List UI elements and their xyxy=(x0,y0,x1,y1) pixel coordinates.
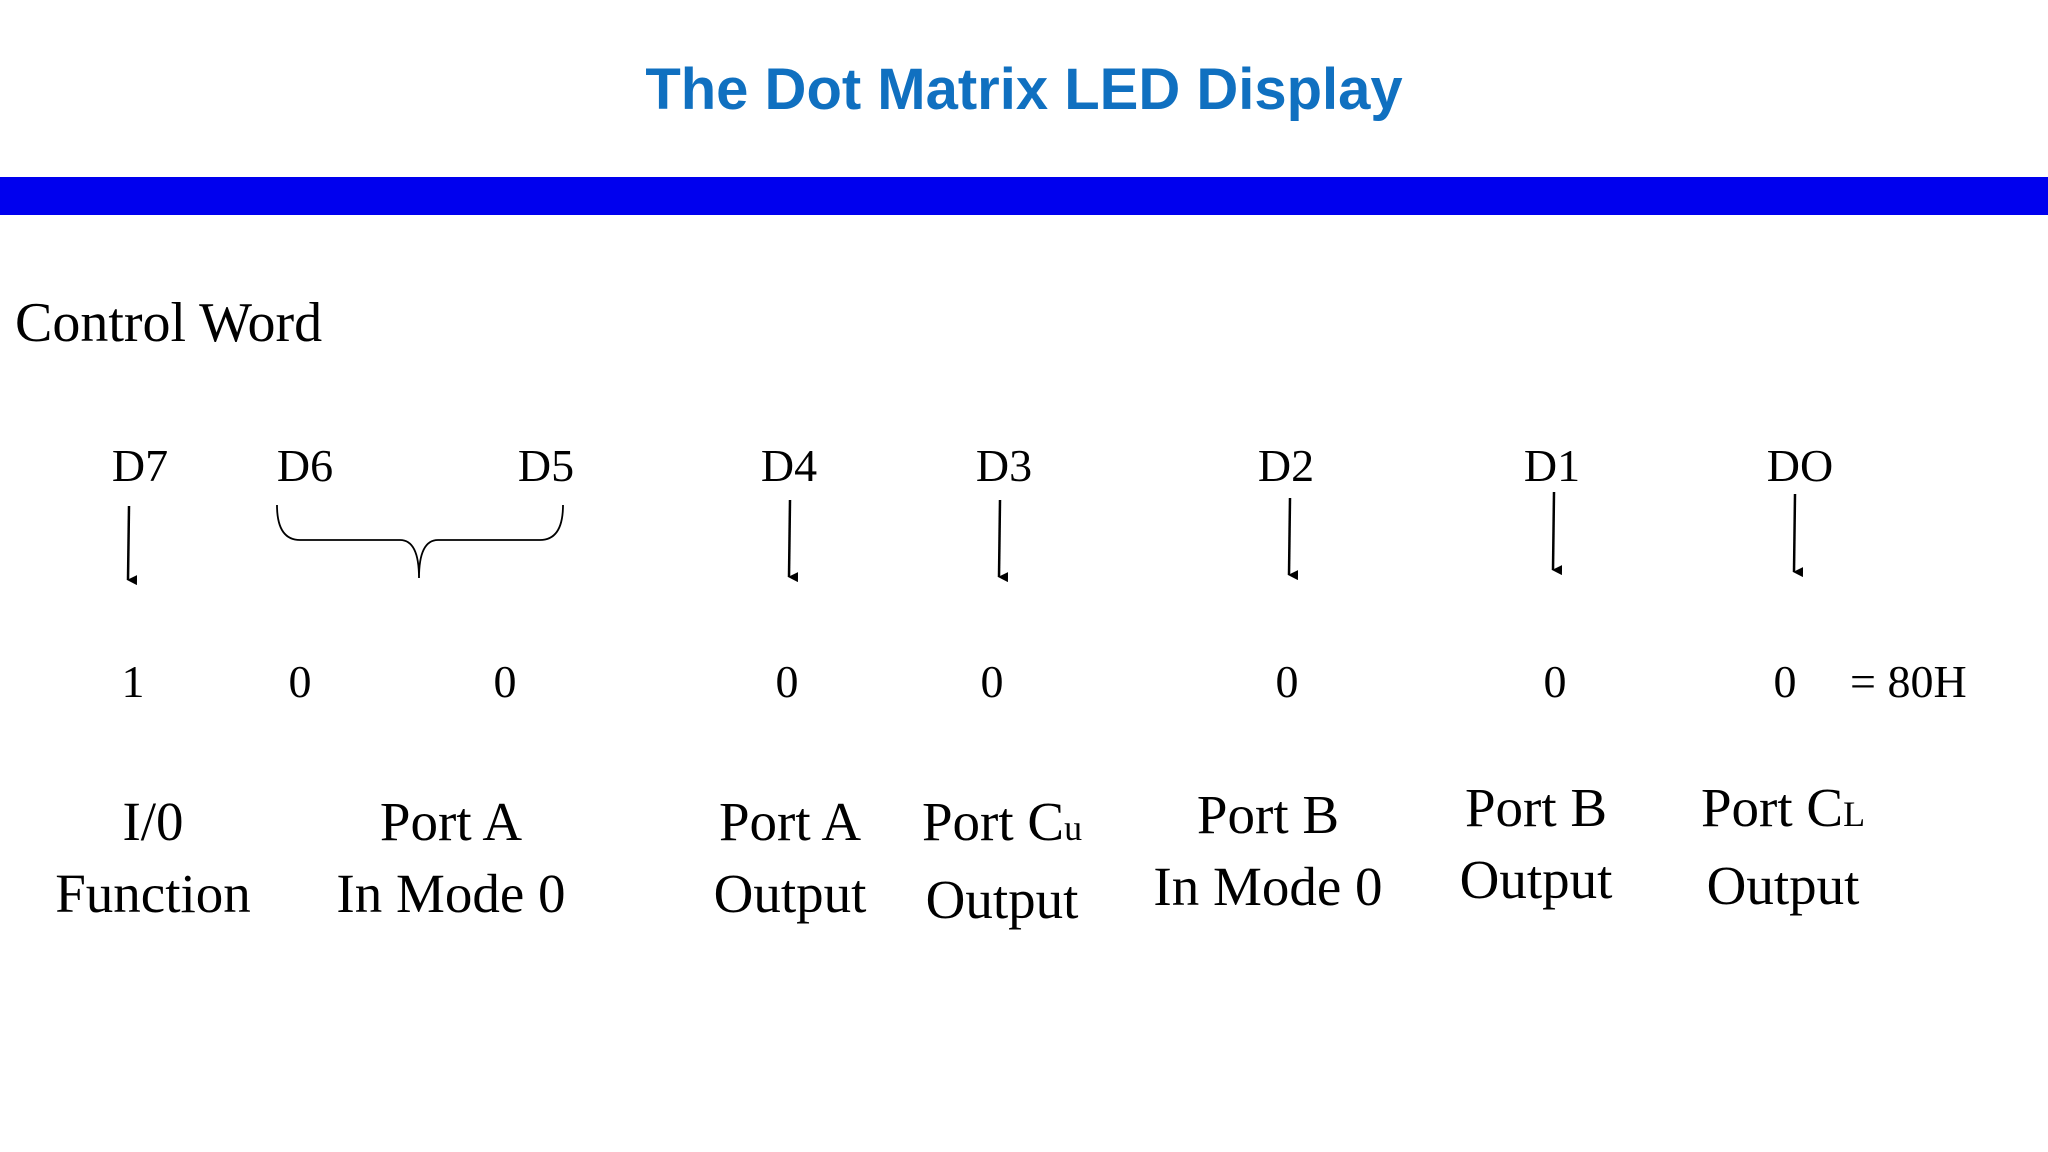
label-port-a-mode-line2: In Mode 0 xyxy=(336,863,566,924)
slide-title: The Dot Matrix LED Display xyxy=(645,57,1403,122)
label-port-a-output: Port A Output xyxy=(714,786,867,930)
label-port-cl-main: Port C xyxy=(1700,777,1844,838)
label-port-cu-line2: Output xyxy=(925,869,1079,930)
arrow-d3 xyxy=(997,499,1009,583)
label-port-a-output-line2: Output xyxy=(713,863,867,924)
value-d2: 0 xyxy=(1275,656,1299,707)
bit-label-d5: D5 xyxy=(517,440,575,491)
bit-label-d2: D2 xyxy=(1257,440,1315,491)
label-io-function: I/0 Function xyxy=(55,786,251,930)
label-io-line1: I/0 xyxy=(122,791,184,852)
label-port-cl-line2: Output xyxy=(1706,855,1860,916)
arrow-d2 xyxy=(1287,497,1299,581)
bit-label-d6: D6 xyxy=(276,440,334,491)
value-d0: 0 xyxy=(1773,656,1797,707)
label-io-line2: Function xyxy=(55,863,251,924)
arrow-d4 xyxy=(787,499,799,583)
label-port-a-mode-line1: Port A xyxy=(379,791,523,852)
header-bar xyxy=(0,177,2048,215)
label-port-b-mode: Port B In Mode 0 xyxy=(1153,779,1382,923)
label-port-cu-output: Port Cu Output xyxy=(922,786,1082,936)
label-port-b-mode-line1: Port B xyxy=(1196,784,1340,845)
control-word-heading: Control Word xyxy=(15,292,323,354)
label-port-cu-subscript: u xyxy=(1064,808,1083,848)
arrow-d1 xyxy=(1551,491,1563,576)
label-port-cl-output: Port CL Output xyxy=(1701,772,1865,922)
brace-d6-d5 xyxy=(276,504,564,579)
bit-label-d7: D7 xyxy=(111,440,169,491)
value-d6: 0 xyxy=(288,656,312,707)
value-d5: 0 xyxy=(493,656,517,707)
bit-label-d1: D1 xyxy=(1523,440,1581,491)
value-d4: 0 xyxy=(775,656,799,707)
bit-label-d4: D4 xyxy=(760,440,818,491)
label-port-cu-line1: Port Cu xyxy=(922,786,1082,864)
label-port-cu-main: Port C xyxy=(921,791,1065,852)
value-d7: 1 xyxy=(121,656,145,707)
label-port-b-output-line1: Port B xyxy=(1464,777,1608,838)
label-port-b-output-line2: Output xyxy=(1459,849,1613,910)
label-port-cl-line1: Port CL xyxy=(1701,772,1865,850)
label-port-b-mode-line2: In Mode 0 xyxy=(1153,856,1383,917)
result-hex: = 80H xyxy=(1850,656,1967,707)
label-port-b-output: Port B Output xyxy=(1460,772,1613,916)
label-port-a-output-line1: Port A xyxy=(718,791,862,852)
value-d3: 0 xyxy=(980,656,1004,707)
label-port-a-mode: Port A In Mode 0 xyxy=(336,786,565,930)
value-d1: 0 xyxy=(1543,656,1567,707)
label-port-cl-subscript: L xyxy=(1843,794,1866,834)
arrow-d7 xyxy=(126,505,138,586)
bit-label-d3: D3 xyxy=(975,440,1033,491)
arrow-d0 xyxy=(1792,493,1804,578)
bit-label-d0: DO xyxy=(1766,440,1834,491)
